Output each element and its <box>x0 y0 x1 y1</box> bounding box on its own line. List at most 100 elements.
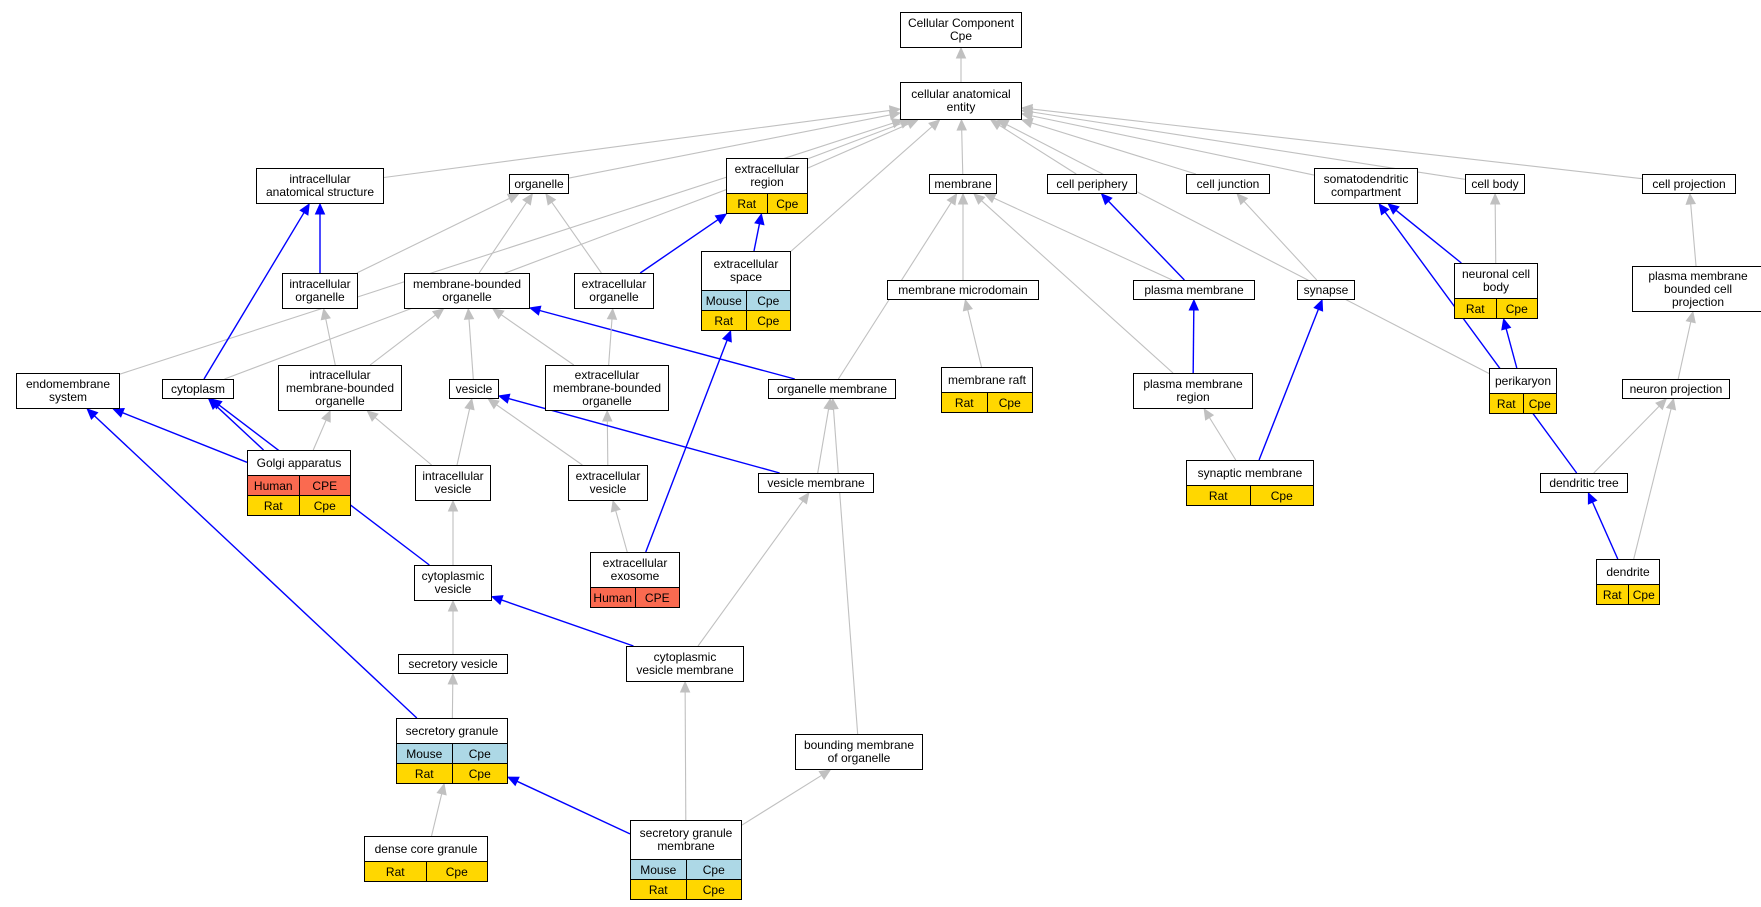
term-node-sv[interactable]: secretory vesicle <box>398 654 508 674</box>
arrowhead <box>606 307 618 320</box>
term-node-bmo[interactable]: bounding membrane of organelle <box>795 734 923 770</box>
term-label: membrane microdomain <box>898 282 1028 297</box>
arrowhead <box>545 192 557 206</box>
term-label: intracellular anatomical structure <box>265 172 375 199</box>
term-node-pm[interactable]: plasma membrane <box>1133 280 1255 300</box>
arrowhead <box>973 193 986 205</box>
arrowhead <box>321 409 331 423</box>
term-node-cp[interactable]: cell periphery <box>1047 174 1137 194</box>
term-node-eo[interactable]: extracellular organelle <box>574 273 654 309</box>
term-label: cell projection <box>1652 176 1726 191</box>
term-label: secretory granule membrane <box>639 826 733 853</box>
edge-part_of-es-er <box>753 223 761 252</box>
term-node-ves[interactable]: vesicle <box>449 379 499 399</box>
edge-is_a-io-org <box>356 197 510 274</box>
term-node-io[interactable]: intracellular organelle <box>282 273 358 309</box>
term-node-mem[interactable]: membrane <box>929 174 997 194</box>
term-label: neuron projection <box>1629 381 1723 396</box>
term-node-sdc[interactable]: somatodendritic compartment <box>1314 168 1418 204</box>
arrowhead <box>714 213 728 225</box>
term-label: plasma membrane region <box>1143 377 1243 404</box>
arrowhead <box>888 109 902 121</box>
term-node-syn[interactable]: synapse <box>1297 280 1355 300</box>
term-node-pmr[interactable]: plasma membrane region <box>1133 373 1253 409</box>
term-node-cpr[interactable]: cell projection <box>1642 174 1736 194</box>
term-node-cc[interactable]: Cellular Component Cpe <box>900 12 1022 48</box>
edge-is_a-syn-cj <box>1243 200 1318 281</box>
arrowhead <box>506 776 520 787</box>
term-node-om[interactable]: organelle membrane <box>768 379 896 399</box>
term-label: vesicle membrane <box>767 475 865 490</box>
term-node-org[interactable]: organelle <box>509 174 569 194</box>
term-node-cae[interactable]: cellular anatomical entity <box>900 82 1022 120</box>
arrowhead <box>1685 310 1696 324</box>
edge-is_a-ves-mbo <box>468 318 474 380</box>
term-node-embo[interactable]: extracellular membrane-bounded organelle <box>545 365 669 411</box>
term-node-pmbcp[interactable]: plasma membrane bounded cell projection <box>1632 266 1761 312</box>
term-node-iv[interactable]: intracellular vesicle <box>415 465 491 501</box>
gene-cell: Cpe <box>451 744 507 763</box>
arrowhead <box>1020 103 1033 115</box>
term-node-ias[interactable]: intracellular anatomical structure <box>256 168 384 204</box>
edge-is_a-sdc-cae <box>1031 115 1315 176</box>
arrowhead <box>957 192 969 205</box>
term-node-dt[interactable]: dendritic tree <box>1540 473 1628 493</box>
term-node-mmd[interactable]: membrane microdomain <box>887 280 1039 300</box>
term-label: secretory granule <box>405 723 499 738</box>
term-node-imbo[interactable]: intracellular membrane-bounded organelle <box>278 365 402 411</box>
term-node-cyt[interactable]: cytoplasm <box>162 379 234 399</box>
species-cell: Human <box>591 588 635 607</box>
term-node-ev[interactable]: extracellular vesicle <box>568 465 648 501</box>
edge-is_a-sgm-cvm <box>684 691 687 821</box>
term-node-np[interactable]: neuron projection <box>1622 379 1730 399</box>
gene-cell: Cpe <box>986 393 1032 412</box>
edge-is_a-dt-np <box>1593 405 1660 474</box>
term-node-mbo[interactable]: membrane-bounded organelle <box>404 273 530 309</box>
term-label: plasma membrane bounded cell projection <box>1648 268 1748 309</box>
arrowhead <box>490 595 504 606</box>
term-node-ems[interactable]: endomembrane system <box>16 373 120 409</box>
term-node-cv[interactable]: cytoplasmic vesicle <box>414 565 492 601</box>
arrowhead <box>320 307 331 321</box>
term-node-cvm[interactable]: cytoplasmic vesicle membrane <box>626 646 744 682</box>
arrowhead <box>464 397 475 411</box>
edge-is_a-sgm-bmo <box>741 774 822 826</box>
arrowhead <box>463 307 475 320</box>
gene-cell: Cpe <box>298 496 350 515</box>
species-cell: Rat <box>1455 299 1496 318</box>
arrowhead <box>946 192 958 206</box>
arrowhead <box>1236 193 1249 206</box>
term-node-cj[interactable]: cell junction <box>1186 174 1270 194</box>
edge-part_of-dt-sdc <box>1384 211 1578 474</box>
edge-is_a-embo-mbo <box>500 314 575 366</box>
edge-is_a-es-cae <box>790 126 933 252</box>
arrowhead <box>1188 298 1200 311</box>
edge-is_a-mr-mmd <box>967 309 983 368</box>
edge-is_a-iv-ves <box>456 408 471 466</box>
edge-part_of-pm-cp <box>1108 200 1185 281</box>
edge-part_of-pk-ncb <box>1505 328 1518 369</box>
edge-is_a-mem-cae <box>961 129 964 175</box>
term-node-vm[interactable]: vesicle membrane <box>758 473 874 493</box>
arrowhead <box>210 398 223 410</box>
edge-part_of-cyt-ias <box>203 212 305 380</box>
term-node-cb[interactable]: cell body <box>1465 174 1525 194</box>
arrowhead <box>962 298 973 312</box>
